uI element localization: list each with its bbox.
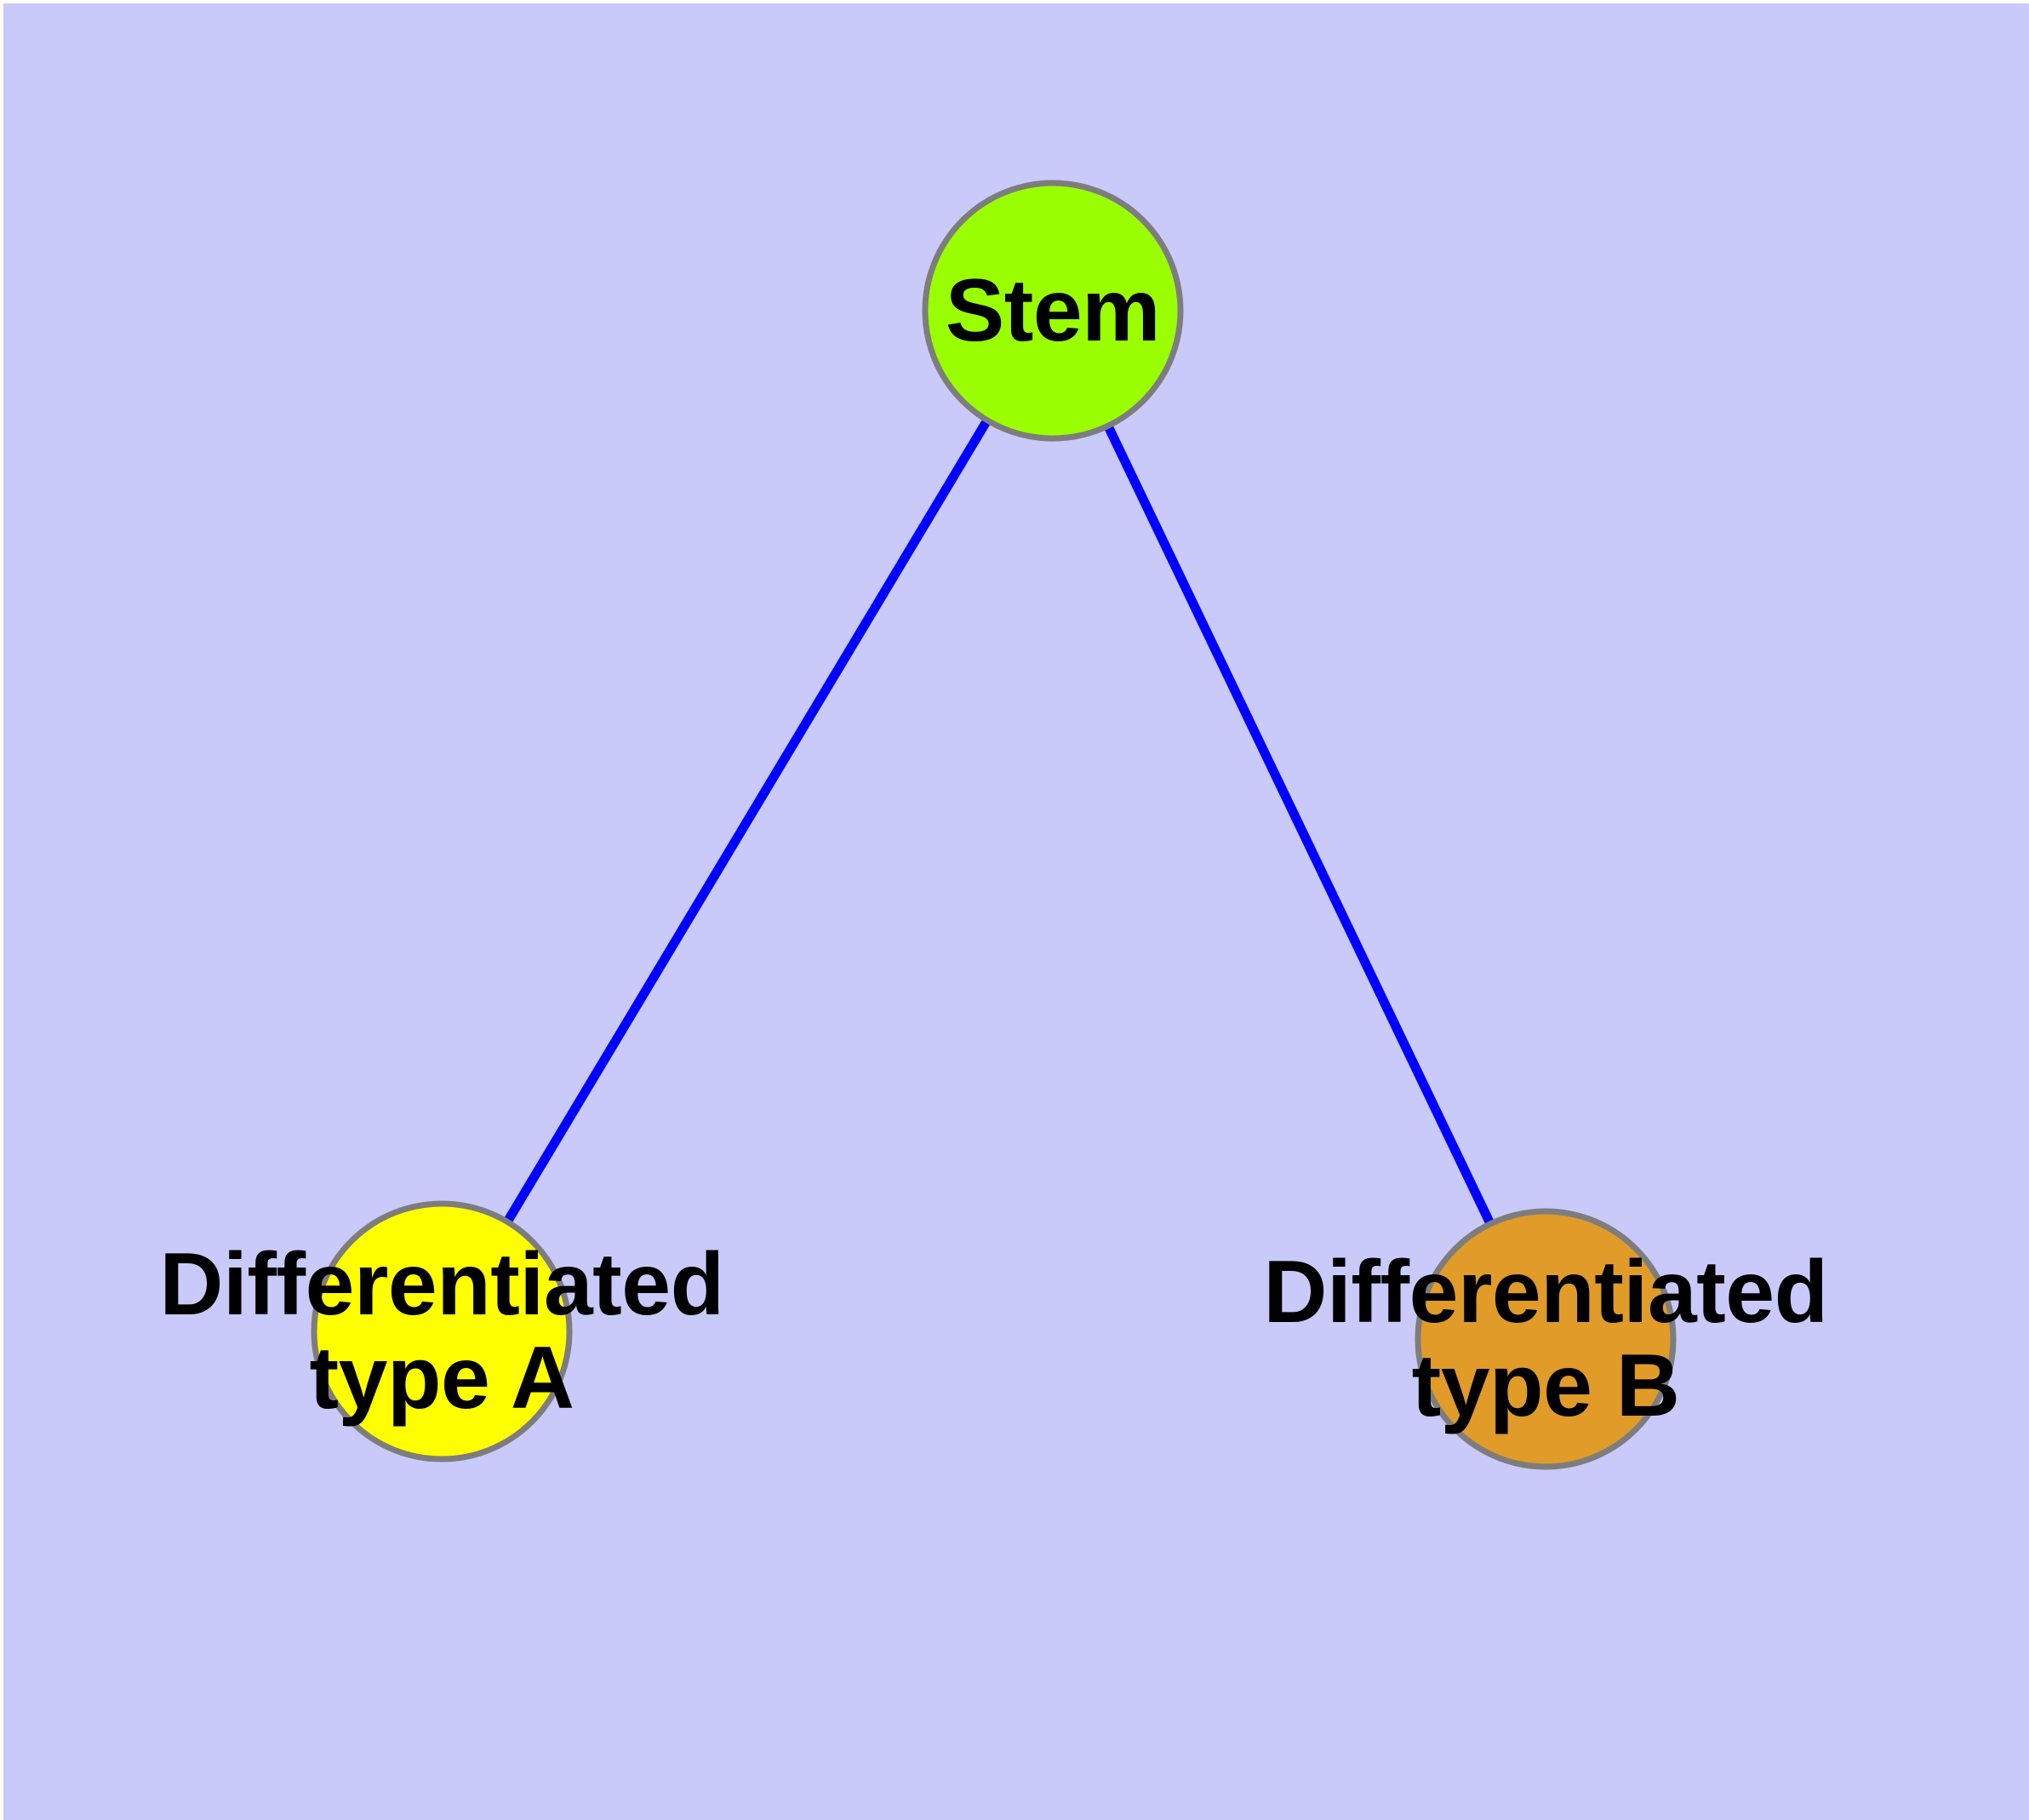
node-circle-stem[interactable] [922,180,1184,442]
node-circle-diff-a[interactable] [311,1200,573,1462]
edge-layer [437,308,1550,1342]
edge-stem-to-diff-b [1049,308,1550,1342]
node-layer [311,180,1677,1470]
node-circle-diff-b[interactable] [1415,1208,1677,1470]
edge-stem-to-diff-a [437,308,1057,1334]
